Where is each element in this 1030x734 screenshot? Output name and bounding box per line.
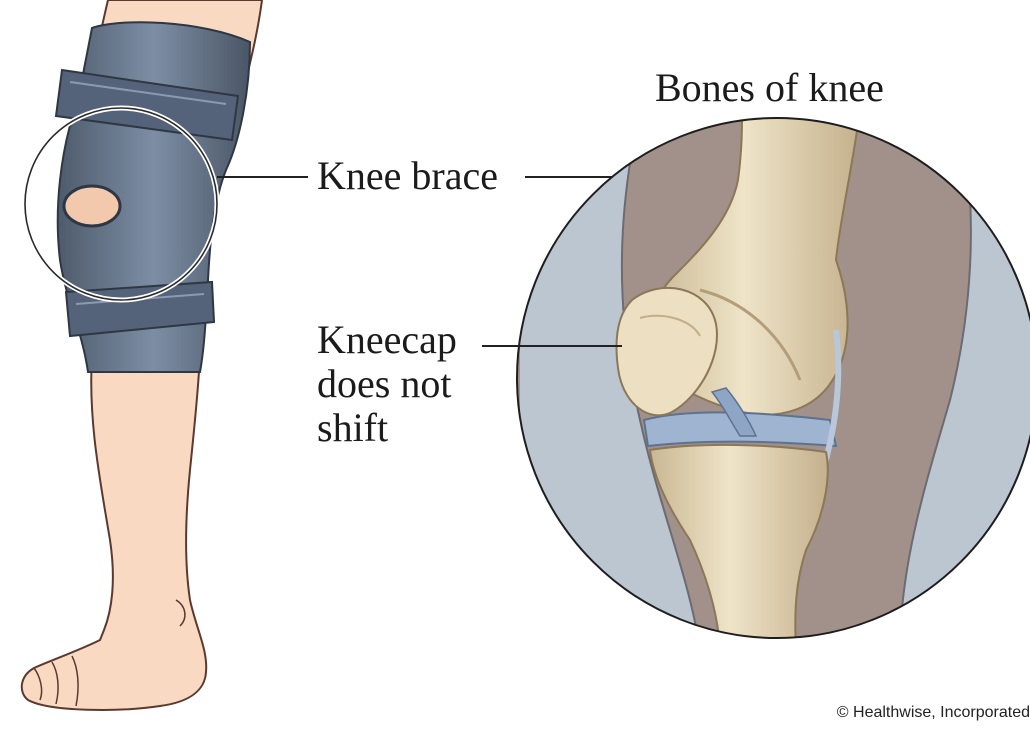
knee-brace-label: Knee brace bbox=[317, 154, 498, 198]
kneecap-opening bbox=[64, 186, 120, 226]
lower-leg bbox=[22, 355, 206, 710]
kneecap-label-line-2: does not bbox=[317, 362, 517, 406]
diagram-title: Bones of knee bbox=[655, 66, 884, 110]
copyright-credit: © Healthwise, Incorporated bbox=[837, 703, 1030, 723]
leg-illustration bbox=[22, 0, 262, 710]
kneecap-label: Kneecap does not shift bbox=[317, 318, 517, 450]
kneecap-label-line-1: Kneecap bbox=[317, 318, 517, 362]
bones-of-knee-zoom bbox=[500, 110, 1030, 650]
kneecap-label-line-3: shift bbox=[317, 406, 517, 450]
